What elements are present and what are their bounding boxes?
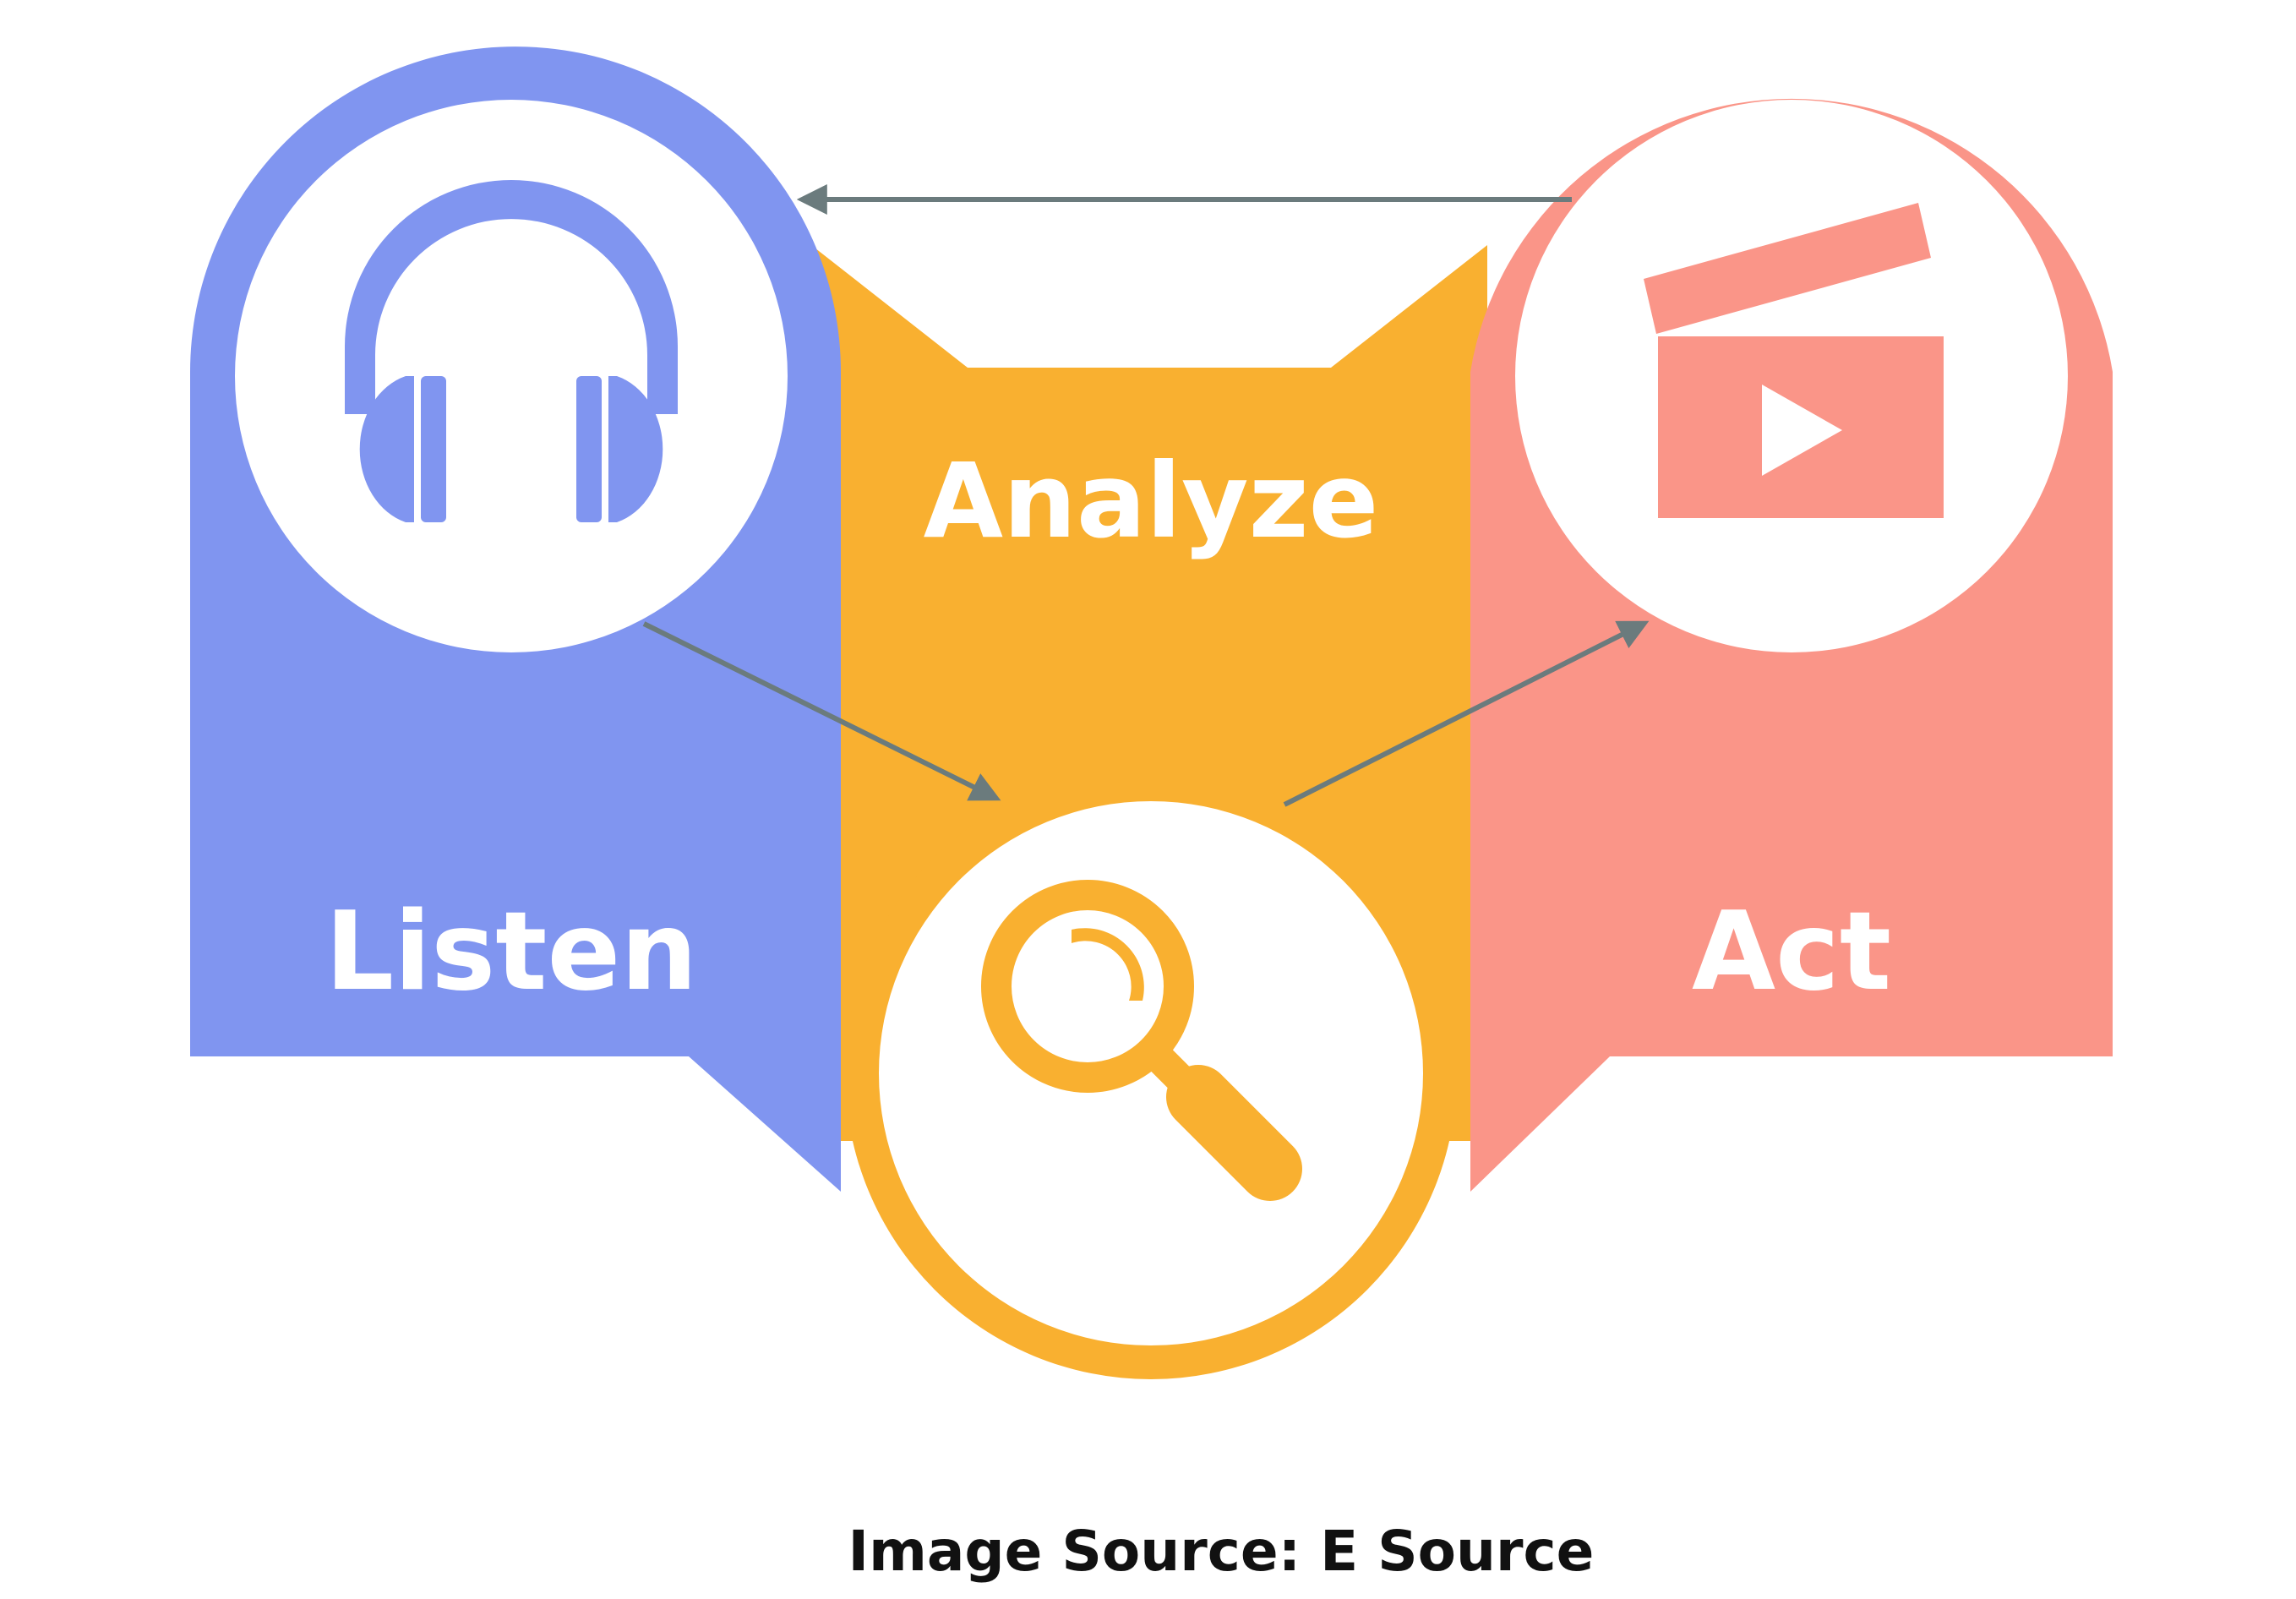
headphones-left-cup <box>359 376 414 522</box>
magnifier-lens <box>981 880 1194 1093</box>
magnifier-glint <box>1072 928 1144 1001</box>
clapperboard-clapper <box>1644 203 1931 334</box>
image-source-caption: Image Source: E Source <box>848 1519 1595 1584</box>
headphones-band <box>345 180 678 414</box>
play-triangle <box>1762 385 1842 476</box>
magnifier-handle <box>1166 1065 1302 1201</box>
analyze-icon-circle <box>879 801 1423 1345</box>
listen-label: Listen <box>325 889 698 1015</box>
arrow-analyze-to-act <box>1283 620 1650 807</box>
headphones-right-cup <box>608 376 663 522</box>
headphones-left-ear <box>421 376 446 522</box>
analyze-label: Analyze <box>924 441 1379 561</box>
headphones-right-ear <box>576 376 602 522</box>
arrow-listen-to-analyze <box>642 621 1001 801</box>
listen-icon-circle <box>235 100 788 652</box>
magnifier-neck <box>1143 1042 1190 1089</box>
clapperboard-icon <box>1644 203 1944 518</box>
flow-arrows <box>642 184 1650 807</box>
act-label: Act <box>1692 889 1891 1015</box>
headphones-icon <box>345 180 678 522</box>
magnifier-icon <box>981 880 1302 1201</box>
